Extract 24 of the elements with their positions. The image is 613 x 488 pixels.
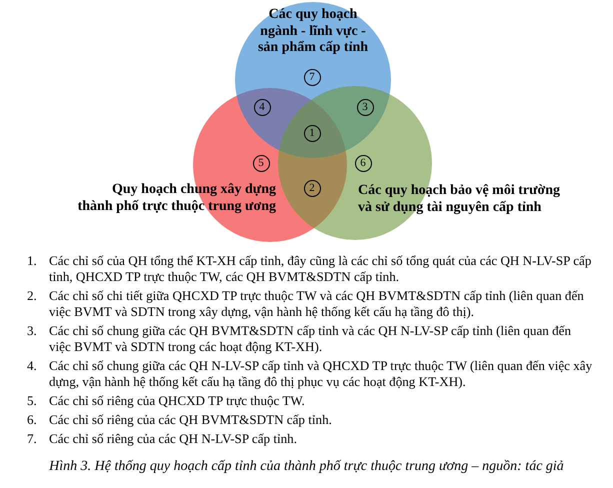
circle-label: Các quy hoạch ngành - lĩnh vực - sản phẩm cấp tỉnh bbox=[256, 7, 370, 56]
callout-number: 6 bbox=[354, 154, 372, 172]
list-number: 6. bbox=[27, 412, 37, 428]
list-item-text: Các chỉ số chung giữa các QH BVMT&SDTN cấp tỉnh và các QH N-LV-SP cấp tỉnh (liên quan đến việc BVMT và SDTN trong các hoạt động KT-XH). bbox=[49, 323, 572, 355]
callout-number: 3 bbox=[356, 98, 374, 116]
list-item-text: Các chỉ số chi tiết giữa QHCXD TP trực thuộc TW và các QH BVMT&SDTN cấp tỉnh (liên quan đến việc BVMT và SDTN trong xây dựng, vận hành hệ thống kết cấu hạ tầng đô thị). bbox=[49, 288, 585, 320]
list-item-text: Các chỉ số của QH tổng thể KT-XH cấp tỉnh, đây cũng là các chỉ số tổng quát của các QH N-LV-SP cấp tỉnh, QHCXD TP trực thuộc TW, các QH BVMT&SDTN cấp tỉnh. bbox=[49, 253, 592, 285]
callout-number: 7 bbox=[304, 68, 320, 86]
figure-caption: Hình 3. Hệ thống quy hoạch cấp tỉnh của thành phố trực thuộc trung ương – nguồn: tác giả bbox=[49, 458, 564, 475]
list-item-text: Các chỉ số riêng của QHCXD TP trực thuộc TW. bbox=[49, 393, 305, 409]
list-number: 2. bbox=[27, 288, 37, 304]
circle-label: Quy hoạch chung xây dựng thành phố trực thuộc trung ương bbox=[76, 182, 276, 215]
list-item-text: Các chỉ số riêng của các QH N-LV-SP cấp tỉnh. bbox=[49, 431, 297, 447]
list-number: 4. bbox=[27, 358, 37, 374]
list-number: 1. bbox=[27, 253, 37, 269]
list-item-text: Các chỉ số chung giữa các QH N-LV-SP cấp tỉnh và QHCXD TP trực thuộc TW (liên quan đến việc xây dựng, vận hành hệ thống kết cấu hạ tầng đô thị phục vụ các hoạt động KT-XH). bbox=[49, 358, 594, 390]
list-number: 7. bbox=[27, 431, 37, 447]
callout-number: 5 bbox=[252, 154, 270, 172]
callout-number: 1 bbox=[304, 124, 320, 142]
list-number: 3. bbox=[27, 323, 37, 339]
list-item-text: Các chỉ số riêng của các QH BVMT&SDTN cấp tỉnh. bbox=[49, 412, 332, 428]
callout-number: 4 bbox=[254, 98, 270, 116]
list-number: 5. bbox=[27, 393, 37, 409]
callout-number: 2 bbox=[304, 180, 320, 196]
